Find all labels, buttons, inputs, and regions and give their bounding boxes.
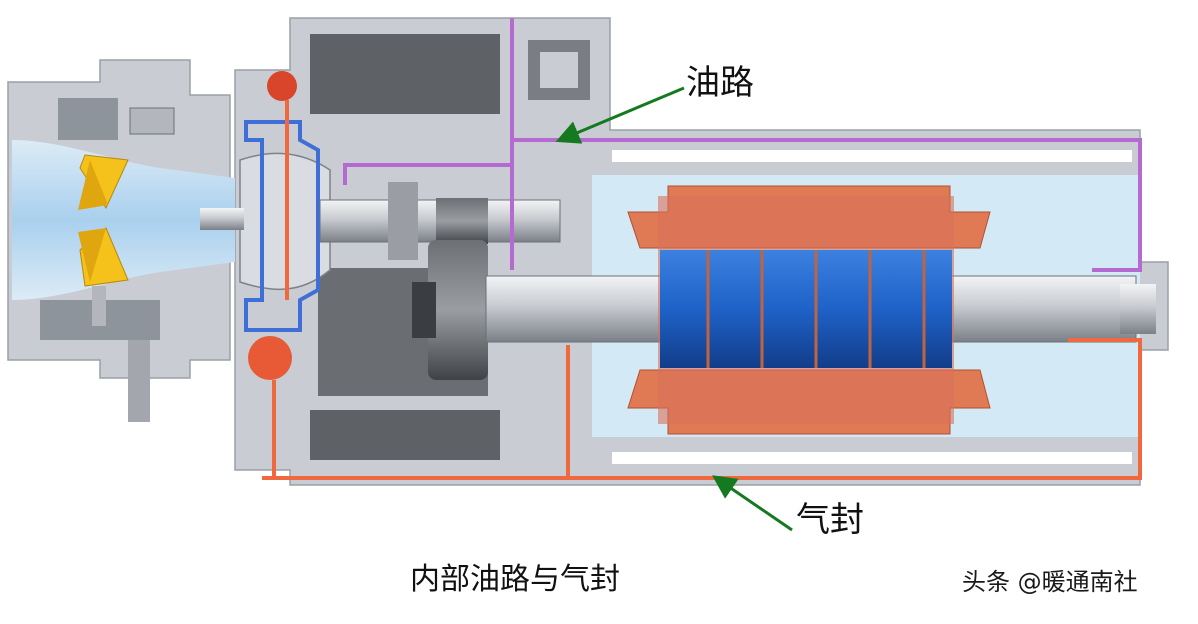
pinion-gear: [436, 198, 488, 244]
oil-line-main: [510, 18, 1142, 272]
gas-seal-arrow: [712, 475, 793, 532]
housing-bracket: [528, 40, 590, 100]
guide-vane-upper-2: [78, 160, 108, 210]
motor-liner-bottom: [612, 452, 1132, 464]
figure-caption: 内部油路与气封: [410, 562, 620, 597]
oil-path-label: 油路: [686, 63, 754, 103]
inlet-duct: [12, 140, 235, 300]
vane-actuator-top: [58, 98, 118, 140]
upper-cavity: [310, 34, 500, 114]
oil-path-lines: [343, 18, 1142, 272]
gas-seal-label: 气封: [796, 500, 864, 540]
pinion-bearing: [388, 182, 418, 260]
volute-top: [267, 71, 297, 101]
volute-diffuser: [244, 120, 320, 332]
inlet-assembly: [12, 98, 235, 422]
impeller-nut: [200, 208, 244, 230]
motor-shaft-end: [1120, 284, 1156, 334]
oil-path-arrow: [555, 86, 685, 144]
bull-gear: [428, 240, 488, 380]
watermark: 头条 @暖通南社: [962, 568, 1138, 596]
lower-cavity: [310, 410, 500, 460]
vane-stem: [92, 286, 106, 326]
bull-gear-hub: [412, 282, 436, 338]
rotor-core: [660, 250, 952, 368]
pinion-shaft: [319, 182, 561, 260]
vane-spring: [129, 107, 175, 135]
gas-seal-lines: [262, 100, 1142, 480]
guide-vane-lower-2: [78, 228, 106, 282]
motor-liner-top: [612, 150, 1132, 162]
oil-line-to-bearing: [343, 163, 512, 185]
motor: [627, 185, 991, 435]
actuator-stem: [128, 340, 150, 422]
gas-line-main: [262, 338, 1142, 480]
volute-bottom: [248, 336, 292, 380]
